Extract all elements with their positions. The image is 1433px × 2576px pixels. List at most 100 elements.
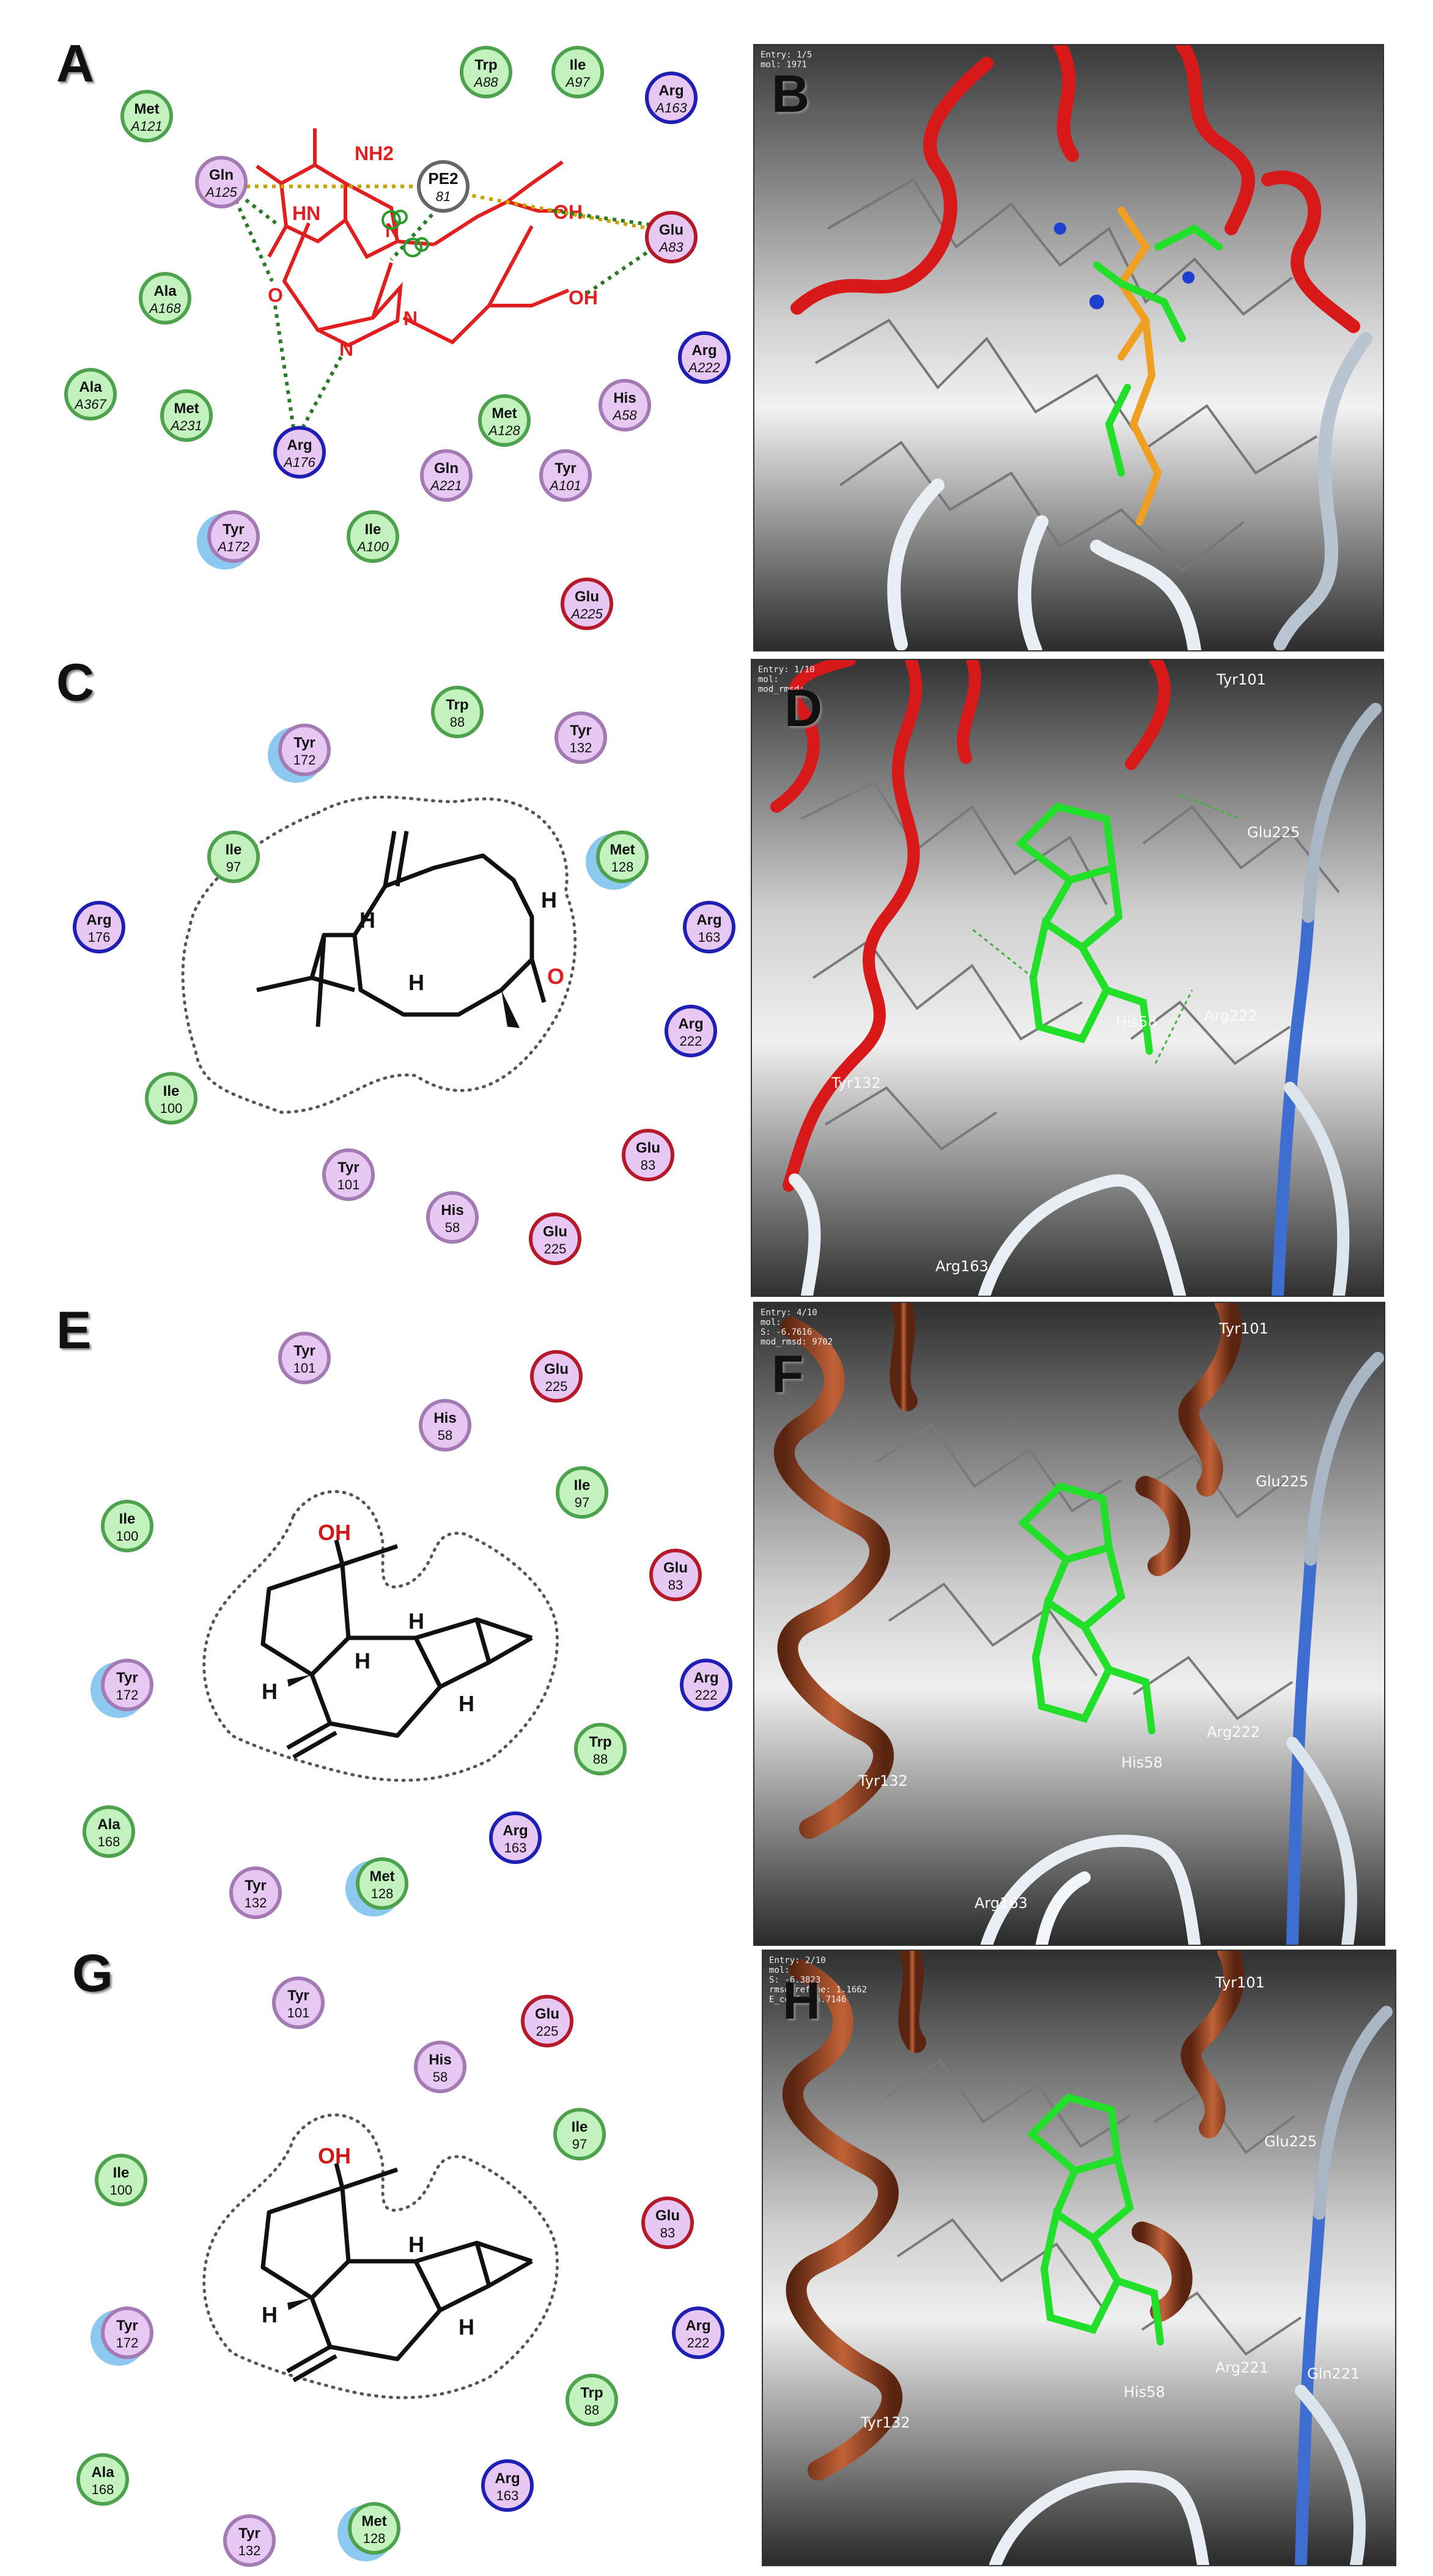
residue-disc — [460, 46, 512, 98]
res-label-d-5: Arg163 — [935, 1258, 989, 1275]
atom-o: O — [547, 964, 564, 989]
atom-h2: H — [262, 1679, 278, 1704]
residue-number: 132 — [570, 740, 592, 755]
interaction-diagram-c: H H H O Trp88Tyr172Tyr132Ile97Met128Arg1… — [73, 686, 735, 1265]
residue-name: Ile — [113, 2165, 130, 2181]
residue-tyr-101: Tyr101 — [322, 1148, 375, 1201]
atom-h3: H — [541, 887, 557, 912]
residue-number: 88 — [450, 714, 465, 730]
ligand-e-atoms: OH H H H H — [262, 1520, 474, 1716]
residue-number: 101 — [293, 1360, 316, 1376]
residue-name: Arg — [696, 912, 721, 928]
residue-number: A367 — [73, 397, 106, 412]
residue-name: Arg — [503, 1822, 528, 1839]
res-label-h-3: His58 — [1124, 2383, 1165, 2401]
residue-name: Tyr — [223, 521, 245, 538]
panel-label-g: G — [72, 1944, 113, 2003]
residue-number: A88 — [473, 75, 498, 90]
residue-his-58: His58 — [414, 2041, 466, 2093]
atom-oh: OH — [318, 1520, 351, 1545]
residue-number: 132 — [238, 2543, 261, 2558]
residue-disc — [680, 1659, 732, 1711]
ligand-e — [260, 1539, 533, 1760]
residue-disc — [599, 379, 651, 431]
residue-name: Ala — [79, 379, 102, 395]
residue-number: 168 — [98, 1834, 120, 1849]
atom-h2: H — [262, 2302, 278, 2327]
res-label-d-4: Arg222 — [1204, 1007, 1258, 1024]
residue-arg-222: Arg222 — [665, 1005, 717, 1057]
res-label-f-2: Glu225 — [1256, 1473, 1308, 1490]
ligand-c-atoms: H H H O — [359, 887, 564, 995]
residue-name: Ala — [97, 1816, 120, 1833]
residue-name: Arg — [691, 342, 716, 359]
residue-name: Ala — [153, 283, 177, 299]
residue-his-58: His58 — [426, 1191, 479, 1244]
render-h: Tyr101 Glu225 His58 Arg221 Gln221 Tyr132… — [762, 1950, 1396, 2566]
residue-name: Ile — [572, 2119, 588, 2135]
residue-number: 83 — [660, 2225, 675, 2240]
residue-name: Glu — [659, 222, 683, 238]
residue-disc — [101, 1500, 153, 1552]
residue-disc — [322, 1148, 375, 1201]
residue-number: A231 — [169, 418, 202, 433]
panel-label-c: C — [56, 653, 95, 712]
residue-arg-222: Arg222 — [672, 2306, 724, 2359]
residue-name: Tyr — [337, 1159, 359, 1176]
residue-name: Tyr — [293, 1343, 315, 1359]
res-label-d-3: His58 — [1116, 1013, 1157, 1030]
residue-number: 172 — [116, 2335, 139, 2350]
render-f-info: Entry: 4/10 mol: S: -6.7616 mod_rmsd: 97… — [761, 1308, 833, 1347]
residue-arg-163: Arg163 — [481, 2459, 534, 2512]
residue-name: Ala — [91, 2464, 114, 2481]
render-d-info: Entry: 1/10 mol: mod_rmsd: — [758, 665, 815, 694]
residue-name: Glu — [636, 1140, 660, 1156]
residue-his-58: His58 — [419, 1399, 471, 1451]
residue-disc — [645, 211, 698, 263]
residue-name: Met — [610, 842, 635, 858]
residue-number: 225 — [544, 1241, 567, 1257]
render-f: Tyr101 Glu225 His58 Arg222 Arg163 Tyr132… — [753, 1302, 1385, 1946]
panel-label-h: H — [783, 1972, 821, 2030]
residue-disc — [622, 1129, 674, 1181]
residue-name: Trp — [589, 1734, 611, 1750]
residue-name: Arg — [685, 2317, 710, 2334]
residue-name: Trp — [446, 697, 468, 713]
residue-name: Glu — [535, 2006, 559, 2022]
residue-tyr-101: Tyr101 — [278, 1332, 331, 1384]
residue-name: Met — [492, 405, 517, 422]
residue-number: 83 — [668, 1577, 683, 1593]
residue-number: 222 — [695, 1687, 718, 1703]
residue-number: 58 — [438, 1428, 452, 1443]
atom-h1: H — [408, 2232, 424, 2257]
residue-number: 168 — [92, 2482, 114, 2497]
atom-oh2: OH — [569, 287, 598, 309]
residue-name: Arg — [287, 437, 312, 453]
res-label-d-2: Glu225 — [1247, 824, 1300, 841]
residue-number: 97 — [575, 1495, 589, 1510]
residue-disc — [641, 2196, 694, 2249]
residue-disc — [101, 2306, 153, 2359]
residue-disc — [420, 449, 473, 502]
residue-disc — [554, 711, 607, 764]
atom-oh: OH — [318, 2143, 351, 2168]
atom-h1: H — [359, 908, 375, 933]
residue-name: Tyr — [116, 2317, 138, 2334]
residue-number: A176 — [282, 455, 315, 470]
residue-disc — [356, 1857, 408, 1910]
residue-disc — [553, 2108, 606, 2160]
residue-name: His — [613, 390, 636, 406]
wedge-h-g — [287, 2298, 312, 2310]
residue-disc — [678, 331, 731, 384]
residue-name: Met — [369, 1868, 394, 1885]
atom-n1: N — [385, 219, 399, 241]
residue-disc — [273, 426, 326, 479]
residue-number: 88 — [593, 1752, 608, 1767]
